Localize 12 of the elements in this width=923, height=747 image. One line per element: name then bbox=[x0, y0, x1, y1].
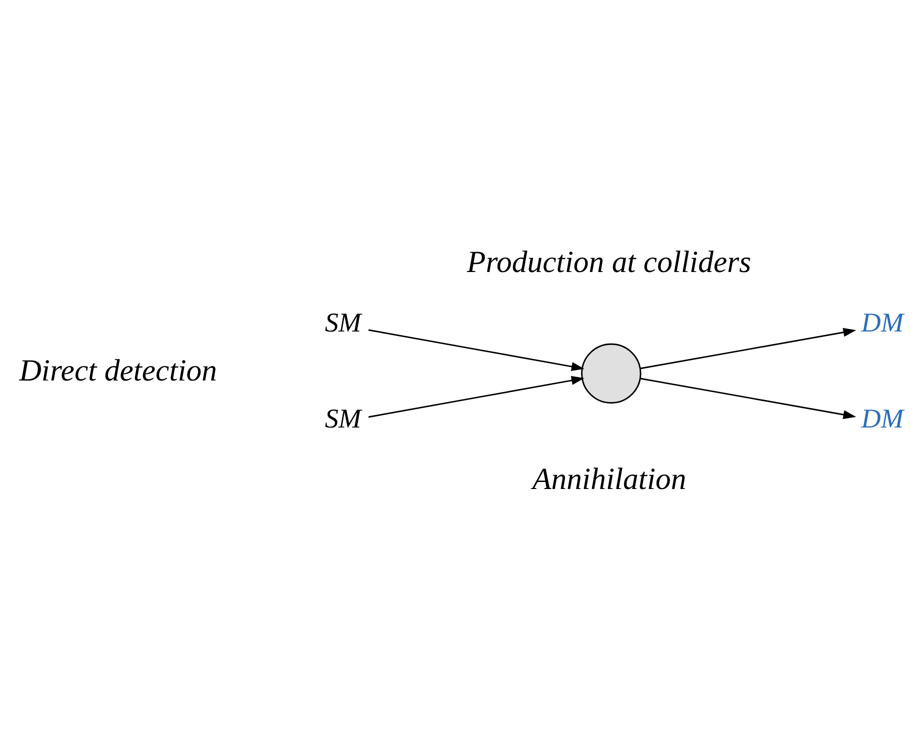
arrow bbox=[368, 329, 584, 371]
arrow bbox=[640, 328, 856, 370]
label: Direct detection bbox=[19, 353, 218, 388]
node-text: SM bbox=[324, 403, 362, 434]
arrow bbox=[640, 378, 856, 420]
arrow bbox=[368, 376, 584, 418]
node-text: SM bbox=[324, 307, 362, 338]
node-text: DM bbox=[861, 307, 904, 338]
label: Annihilation bbox=[532, 462, 686, 496]
node-text: DM bbox=[861, 403, 904, 434]
label: Production at colliders bbox=[466, 244, 752, 279]
node-circle bbox=[581, 343, 642, 404]
